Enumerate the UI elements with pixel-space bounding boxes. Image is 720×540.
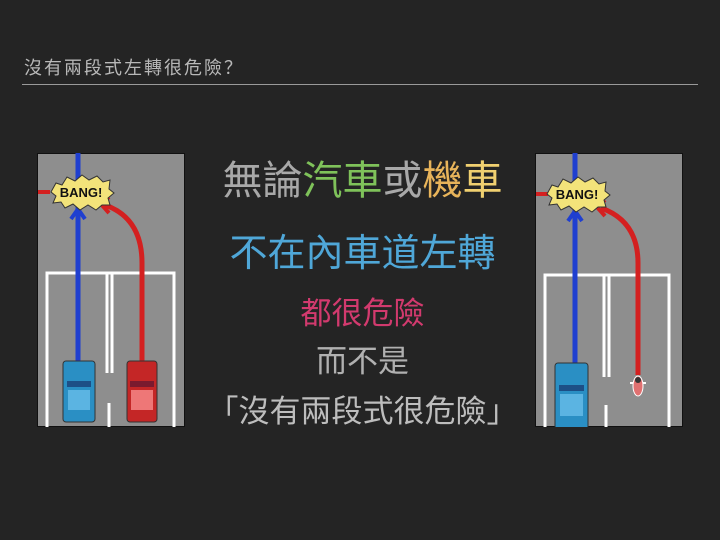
left-turn-path [104, 202, 145, 362]
text-segment: 或 [382, 158, 423, 204]
motorcycle-icon [630, 375, 646, 397]
text-segment-motorcycle: 機 [422, 158, 463, 204]
blue-car-icon [554, 362, 589, 427]
bang-label: BANG! [60, 185, 103, 200]
lane-markings [543, 273, 671, 427]
diagram-motorcycle-left-turn: BANG! [535, 153, 683, 427]
slide-title: 沒有兩段式左轉很危險？ [24, 58, 244, 79]
text-segment-motorcycle: 車 [462, 158, 503, 204]
headline-vehicles: 無論汽車或機車 [190, 148, 535, 206]
bang-burst-icon [50, 174, 115, 211]
blue-car-icon [62, 360, 96, 423]
headline-rather-than: 而不是 [316, 344, 409, 380]
bang-burst-icon [546, 176, 611, 213]
left-turn-path [600, 205, 641, 375]
headline-inner-lane: 不在內車道左轉 [229, 231, 496, 275]
diagram-car-left-turn: BANG! [37, 153, 185, 427]
bang-label: BANG! [556, 187, 599, 202]
blue-arrowhead [69, 205, 87, 221]
title-divider [22, 84, 698, 85]
headline-quote: 「沒有兩段式很危險」 [207, 394, 518, 430]
headline-dangerous: 都很危險 [300, 296, 425, 332]
text-segment: 無論 [222, 158, 303, 204]
lane-markings [45, 271, 176, 427]
red-car-icon [126, 360, 158, 423]
text-segment-car: 汽車 [302, 158, 383, 204]
